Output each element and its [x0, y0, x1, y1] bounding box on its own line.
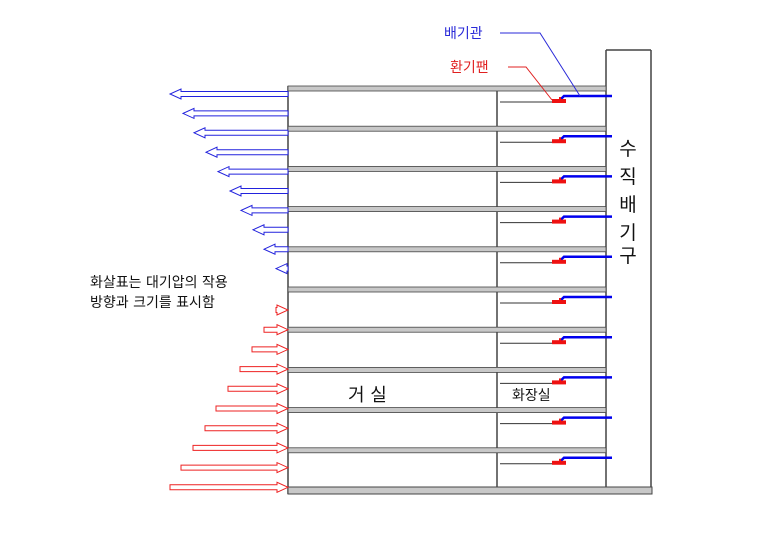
- arrow-right-icon: [275, 304, 290, 316]
- exhaust-duct: [559, 335, 612, 343]
- arrow-left-icon: [239, 204, 289, 217]
- floor-slab: [287, 447, 607, 454]
- arrow-right-icon: [180, 461, 290, 474]
- floor-slab: [287, 125, 607, 132]
- exhaust-duct: [559, 255, 612, 262]
- exhaust-duct: [559, 416, 612, 423]
- arrow-left-icon: [192, 127, 289, 139]
- shaft-label-char: 배: [619, 194, 636, 216]
- floor-slab: [287, 246, 607, 253]
- arrow-right-icon: [204, 422, 290, 434]
- shaft-label-char: 구: [619, 245, 636, 267]
- bathroom-label: 화장실: [512, 388, 551, 404]
- arrow-left-icon: [204, 146, 289, 158]
- floor-slab: [287, 206, 607, 213]
- exhaust-duct: [559, 94, 612, 101]
- shaft-label: 수 직 배 기 구: [619, 138, 636, 267]
- exhaust-pipe-leader: [500, 32, 581, 97]
- outward-pressure-arrows: [168, 88, 289, 275]
- inward-pressure-arrows: [169, 304, 290, 494]
- bathroom-ceilings: [500, 101, 560, 465]
- ground-slab: [287, 486, 653, 495]
- exhaust-duct: [559, 295, 612, 302]
- exhaust-pipe-label: 배기관: [444, 26, 483, 42]
- arrow-left-icon: [168, 88, 289, 100]
- floor-slab: [287, 366, 607, 373]
- shaft-label-char: 직: [619, 166, 636, 188]
- shaft-label-char: 수: [619, 138, 636, 160]
- note-line-2: 방향과 크기를 표시함: [90, 295, 215, 311]
- exhaust-duct: [559, 175, 612, 182]
- exhaust-duct: [559, 376, 612, 383]
- arrow-right-icon: [192, 442, 290, 454]
- arrow-right-icon: [239, 363, 290, 375]
- arrow-right-icon: [251, 343, 290, 356]
- floor-slab: [287, 85, 607, 92]
- floor-slab: [287, 286, 607, 293]
- shaft-label-char: 기: [619, 222, 636, 244]
- floor-slabs: [287, 85, 607, 454]
- exhaust-duct: [559, 134, 612, 142]
- arrow-left-icon: [181, 107, 289, 120]
- building-section: [287, 49, 653, 495]
- arrow-right-icon: [169, 481, 290, 494]
- floor-slab: [287, 165, 607, 172]
- arrow-left-icon: [228, 185, 289, 197]
- exhaust-fan-label: 환기팬: [450, 60, 489, 76]
- note-line-1: 화살표는 대기압의 작용: [90, 275, 228, 291]
- arrow-left-icon: [274, 262, 289, 275]
- exhaust-duct: [559, 215, 612, 222]
- arrow-right-icon: [263, 323, 290, 336]
- arrow-left-icon: [216, 165, 289, 178]
- exhaust-duct: [559, 456, 612, 463]
- living-room-label: 거 실: [348, 385, 387, 406]
- floor-slab: [287, 326, 607, 333]
- exhaust-fan-leader: [508, 66, 553, 101]
- arrow-right-icon: [227, 383, 290, 395]
- arrow-right-icon: [215, 402, 290, 415]
- floor-slab: [287, 407, 607, 414]
- arrow-left-icon: [251, 224, 289, 236]
- exhaust-ducts: [552, 94, 612, 465]
- arrow-left-icon: [262, 243, 289, 255]
